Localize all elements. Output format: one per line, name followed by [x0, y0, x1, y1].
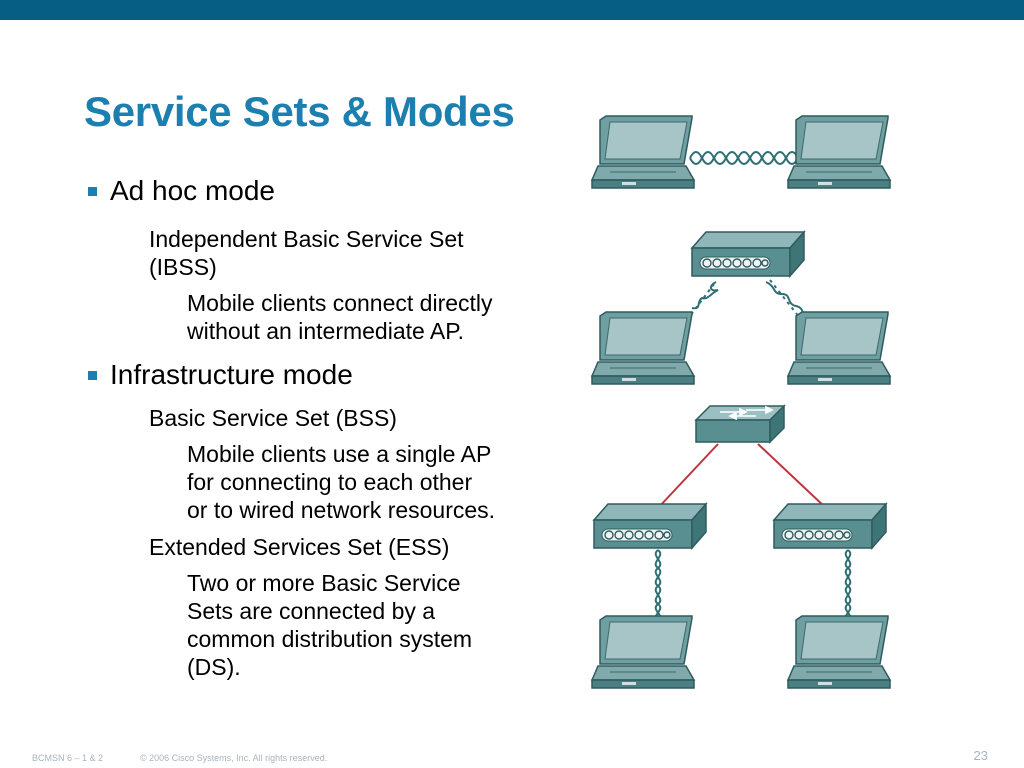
detail-bss: Mobile clients use a single AP for conne… [88, 440, 578, 524]
laptop-icon [591, 115, 695, 189]
detail-ess: Two or more Basic Service Sets are conne… [88, 569, 578, 681]
sub-item-bss: Basic Service Set (BSS) [88, 404, 578, 432]
laptop-icon [787, 311, 891, 385]
detail-line: Sets are connected by a [187, 598, 436, 624]
sub-item-ibss: Independent Basic Service Set (IBSS) [88, 225, 578, 281]
detail-line: or to wired network resources. [187, 497, 496, 523]
footer-course: BCMSN 6 – 1 & 2 [32, 753, 104, 763]
detail-line: for connecting to each other [187, 469, 473, 495]
wireless-link-icon [689, 151, 799, 165]
detail-line: without an intermediate AP. [187, 318, 465, 344]
access-point-icon [593, 503, 707, 549]
laptop-icon [591, 311, 695, 385]
bullet-ad-hoc-mode: Ad hoc mode [88, 174, 578, 208]
bullet-label: Ad hoc mode [110, 175, 275, 206]
access-point-icon [691, 231, 805, 277]
laptop-icon [787, 615, 891, 689]
sub-item-line: (IBSS) [149, 254, 217, 280]
square-bullet-icon [88, 187, 97, 196]
top-bar [0, 0, 1024, 20]
detail-line: Mobile clients use a single AP [187, 441, 492, 467]
detail-line: Two or more Basic Service [187, 570, 461, 596]
square-bullet-icon [88, 371, 97, 380]
bullet-label: Infrastructure mode [110, 359, 353, 390]
sub-item-line: Basic Service Set (BSS) [149, 405, 397, 431]
laptop-icon [787, 115, 891, 189]
detail-ibss: Mobile clients connect directly without … [88, 289, 578, 345]
switch-icon [695, 405, 785, 443]
sub-item-line: Extended Services Set (ESS) [149, 534, 450, 560]
footer-copyright: © 2006 Cisco Systems, Inc. All rights re… [140, 753, 328, 763]
page-number: 23 [973, 748, 988, 763]
slide-content: Ad hoc mode Independent Basic Service Se… [88, 174, 578, 681]
access-point-icon [773, 503, 887, 549]
sub-item-line: Independent Basic Service Set [149, 226, 464, 252]
detail-line: Mobile clients connect directly [187, 290, 493, 316]
detail-line: common distribution system [187, 626, 473, 652]
network-diagrams [591, 115, 891, 689]
slide-title: Service Sets & Modes [84, 88, 515, 135]
bullet-infrastructure-mode: Infrastructure mode [88, 358, 578, 392]
detail-line: (DS). [187, 654, 241, 680]
laptop-icon [591, 615, 695, 689]
sub-item-ess: Extended Services Set (ESS) [88, 533, 578, 561]
